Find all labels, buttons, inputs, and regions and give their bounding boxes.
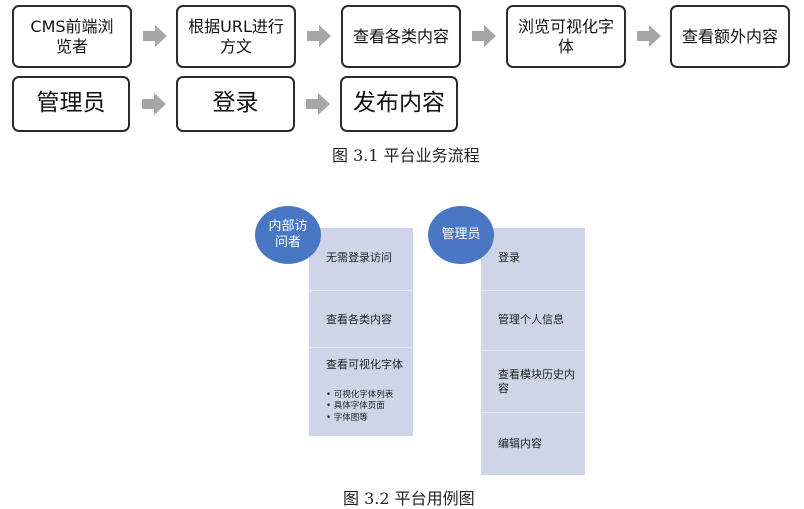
use-case-item: 查看模块历史内容 — [498, 368, 575, 395]
arrow-right-icon — [143, 25, 167, 47]
flow-step-url-access: 根据URL进行方文 — [176, 5, 296, 68]
panel-divider — [481, 290, 585, 291]
panel-divider — [481, 350, 585, 351]
use-case-item: 无需登录访问 — [326, 251, 392, 264]
panel-divider — [309, 290, 413, 291]
admin-panel — [481, 228, 585, 475]
figure-caption-3-2: 图 3.2 平台用例图 — [343, 489, 475, 508]
arrow-right-icon — [637, 25, 661, 47]
flow-step-view-content: 查看各类内容 — [341, 5, 461, 68]
arrow-right-icon — [307, 25, 331, 47]
flow-step-browse-fonts: 浏览可视化字体 — [506, 5, 626, 68]
panel-divider — [481, 412, 585, 413]
subitem: 可视化字体列表 — [326, 390, 412, 401]
use-case-item: 管理个人信息 — [498, 313, 564, 326]
use-case-item: 登录 — [498, 251, 520, 264]
arrow-right-icon — [472, 25, 496, 47]
use-case-item: 编辑内容 — [498, 437, 542, 450]
use-case-item: 查看各类内容 — [326, 313, 392, 326]
subitem: 具体字体页面 — [326, 401, 412, 412]
flow-step-frontend-viewer: CMS前端浏览者 — [12, 5, 132, 68]
actor-admin: 管理员 — [428, 206, 494, 264]
flow-step-admin: 管理员 — [12, 76, 130, 132]
flow-step-extra-content: 查看额外内容 — [670, 5, 790, 68]
arrow-right-icon — [306, 93, 330, 115]
figure-caption-3-1: 图 3.1 平台业务流程 — [332, 146, 480, 165]
subitem: 字体图等 — [326, 413, 412, 424]
use-case-item: 查看可视化字体 — [326, 358, 403, 371]
actor-internal-visitor: 内部访问者 — [255, 206, 321, 264]
panel-divider — [309, 347, 413, 348]
arrow-right-icon — [142, 93, 166, 115]
font-subitems-list: 可视化字体列表 具体字体页面 字体图等 — [326, 390, 412, 424]
flow-step-login: 登录 — [176, 76, 295, 132]
flow-step-publish: 发布内容 — [340, 76, 458, 132]
